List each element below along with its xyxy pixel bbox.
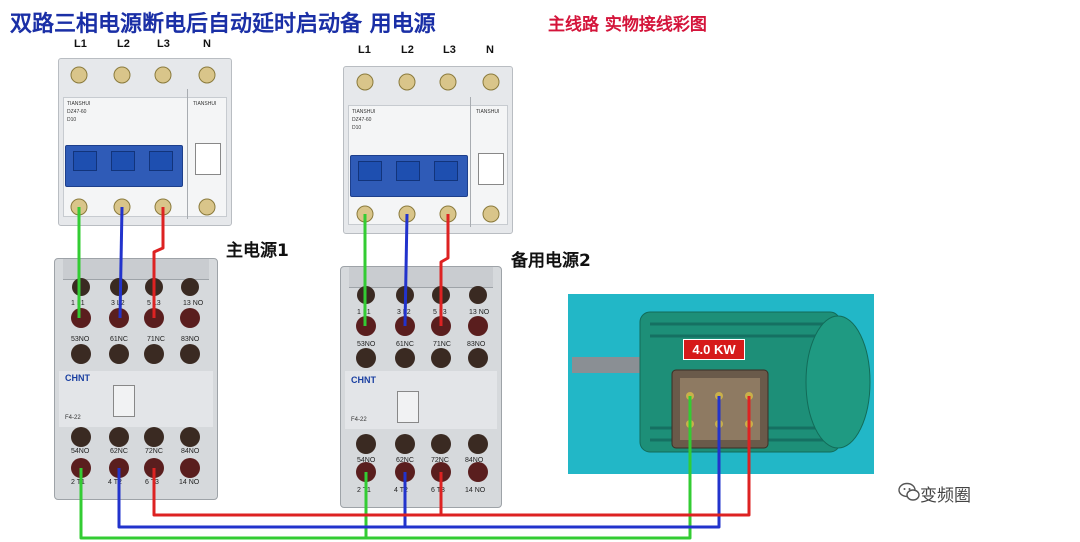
breaker-n-brand: TIANSHUI: [476, 109, 500, 115]
wire-l2-motor: [405, 396, 721, 529]
contactor-brand: CHNT: [351, 375, 376, 385]
terminal-label: 3 L2: [111, 300, 125, 307]
breaker1-terminals: [70, 66, 216, 216]
motor-power-label: 4.0 KW: [683, 339, 745, 360]
terminal-label: 61NC: [110, 336, 128, 343]
breaker-n-switch[interactable]: [195, 143, 221, 175]
terminal-label: 54NO: [357, 457, 376, 464]
breaker2-label-l1: L1: [358, 44, 371, 56]
terminal-label: 62NC: [110, 448, 128, 455]
wire-l2-bridge: [117, 468, 407, 529]
breaker1-label-n: N: [203, 38, 211, 50]
terminal-label: 2 T1: [357, 487, 371, 494]
terminal-label: 2 T1: [71, 479, 85, 486]
wire-l1-motor: [366, 396, 692, 540]
contactor2-terminals: [356, 286, 488, 482]
motor-endcap: [805, 315, 871, 449]
wires-phase-l3: [152, 207, 751, 517]
contactor-model: F4-22: [65, 415, 81, 421]
terminal-label: 83NO: [181, 336, 200, 343]
breaker2-label-l3: L3: [443, 44, 456, 56]
wires-phase-l2: [117, 206, 721, 529]
contactor-top-cover: [63, 259, 209, 280]
breaker-rating: D10: [67, 117, 77, 123]
primary-source-label: 主电源1: [226, 241, 289, 261]
wire-l3-motor: [441, 396, 751, 517]
motor: [572, 311, 871, 453]
wire-l1-bridge: [79, 468, 368, 540]
breaker1-label-l1: L1: [74, 38, 87, 50]
terminal-label: 71NC: [433, 341, 451, 348]
wire-l3-backup-input: [439, 214, 450, 326]
motor-shaft: [572, 357, 642, 373]
terminal-label: 84NO: [465, 457, 484, 464]
terminal-label: 61NC: [396, 341, 414, 348]
terminal-label: 4 T2: [394, 487, 408, 494]
terminal-label: 53NO: [357, 341, 376, 348]
breaker-model: DZ47-60: [67, 109, 87, 115]
terminal-label: 84NO: [181, 448, 200, 455]
breaker2-terminals: [356, 73, 500, 223]
breaker-switch-l2[interactable]: [111, 151, 135, 171]
contactor-front-panel: [345, 371, 497, 429]
diagram-title: 双路三相电源断电后自动延时启动备 用电源: [10, 12, 436, 37]
terminal-label: 83NO: [467, 341, 486, 348]
contactor-front-panel: [59, 371, 213, 427]
contactor1-terminals: [71, 278, 200, 478]
terminal-label: 6 T3: [145, 479, 159, 486]
terminal-label: 54NO: [71, 448, 90, 455]
breaker2-label-l2: L2: [401, 44, 414, 56]
terminal-label: 72NC: [145, 448, 163, 455]
breaker-divider: [187, 89, 188, 219]
watermark-text: 变频圈: [920, 486, 971, 506]
terminal-label: 14 NO: [465, 487, 486, 494]
terminal-label: 62NC: [396, 457, 414, 464]
wire-l2-main-input: [118, 206, 124, 319]
wire-l3-main-input: [152, 207, 165, 318]
backup-source-label: 备用电源2: [511, 251, 591, 271]
terminal-label: 6 T3: [431, 487, 445, 494]
contactor-1: CHNT F4-22 1 L1 3 L2 5 L3 13 NO 53NO 61N…: [54, 258, 218, 500]
breaker-switch-l2[interactable]: [396, 161, 420, 181]
breaker1-label-l3: L3: [157, 38, 170, 50]
contactor-indicator: [113, 385, 135, 417]
contactor-model: F4-22: [351, 417, 367, 423]
breaker-switch-l1[interactable]: [358, 161, 382, 181]
terminal-label: 13 NO: [183, 300, 204, 307]
breaker-n-switch[interactable]: [478, 153, 504, 185]
breaker-n-brand: TIANSHUI: [193, 101, 217, 107]
breaker-model: DZ47-60: [352, 117, 372, 123]
breaker1-label-l2: L2: [117, 38, 130, 50]
breaker-switch-l1[interactable]: [73, 151, 97, 171]
breaker-switch-l3[interactable]: [434, 161, 458, 181]
breaker-brand: TIANSHUI: [352, 109, 376, 115]
contactor-brand: CHNT: [65, 373, 90, 383]
breaker2-label-n: N: [486, 44, 494, 56]
wires-phase-l1: [77, 207, 692, 540]
wire-l3-bridge: [152, 468, 443, 517]
contactor-indicator: [397, 391, 419, 423]
terminal-label: 4 T2: [108, 479, 122, 486]
contactor-top-cover: [349, 267, 493, 288]
terminal-label: 72NC: [431, 457, 449, 464]
breaker-divider: [470, 97, 471, 227]
terminal-label: 14 NO: [179, 479, 200, 486]
wire-l2-backup-input: [403, 213, 409, 327]
terminal-label: 53NO: [71, 336, 90, 343]
circuit-breaker-1: TIANSHUI DZ47-60 D10 TIANSHUI: [58, 58, 232, 226]
breaker-brand: TIANSHUI: [67, 101, 91, 107]
terminal-label: 71NC: [147, 336, 165, 343]
circuit-breaker-2: TIANSHUI DZ47-60 D10 TIANSHUI: [343, 66, 513, 234]
breaker-switch-l3[interactable]: [149, 151, 173, 171]
terminal-label: 13 NO: [469, 309, 490, 316]
breaker-rating: D10: [352, 125, 362, 131]
diagram-subtitle: 主线路 实物接线彩图: [548, 15, 707, 35]
wechat-icon: [898, 482, 920, 501]
